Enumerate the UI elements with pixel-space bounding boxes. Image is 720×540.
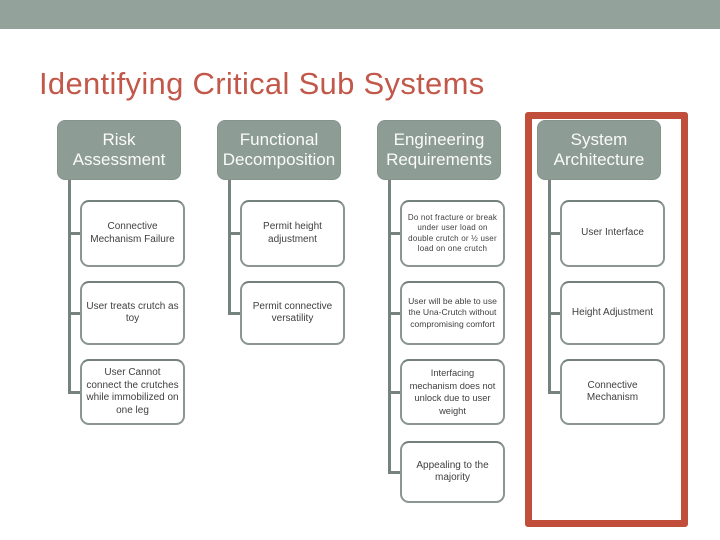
connector-line: [68, 180, 71, 394]
connector-stub: [228, 232, 241, 235]
diagram-node-height-adjustment: Height Adjustment: [560, 281, 665, 345]
diagram-node-connective-mechanism: Connective Mechanism: [560, 359, 665, 425]
connector-stub: [68, 311, 81, 315]
diagram-node-user-will-be: User will be able to use the Una-Crutch …: [400, 281, 505, 345]
connector-stub: [388, 390, 401, 394]
diagram-node-permit-connective-versatility: Permit connective versatility: [240, 281, 345, 345]
column-header-risk-assessment: Risk Assessment: [57, 120, 181, 180]
diagram-node-user-interface: User Interface: [560, 200, 665, 267]
connector-line: [388, 180, 391, 474]
column-header-system-architecture: System Architecture: [537, 120, 661, 180]
highlight-frame: [525, 112, 688, 527]
connector-stub: [548, 232, 561, 235]
diagram-node-permit-height-adjustment: Permit height adjustment: [240, 200, 345, 267]
diagram-node-interfacing-mechanism-does: Interfacing mechanism does not unlock du…: [400, 359, 505, 425]
connector-stub: [548, 311, 561, 315]
column-header-engineering-requirements: Engineering Requirements: [377, 120, 501, 180]
slide-title: Identifying Critical Sub Systems: [39, 66, 485, 101]
connector-line: [228, 180, 231, 315]
diagram-node-appealing-to-the: Appealing to the majority: [400, 441, 505, 503]
diagram-node-connective-mechanism-failure: Connective Mechanism Failure: [80, 200, 185, 267]
connector-stub: [68, 232, 81, 235]
connector-stub: [388, 232, 401, 235]
column-header-functional-decomposition: Functional Decomposition: [217, 120, 341, 180]
diagram-node-do-not-fracture: Do not fracture or break under user load…: [400, 200, 505, 267]
connector-stub: [68, 390, 81, 394]
connector-stub: [388, 470, 401, 474]
connector-line: [548, 180, 551, 394]
diagram-node-user-treats-crutch: User treats crutch as toy: [80, 281, 185, 345]
connector-stub: [548, 390, 561, 394]
connector-stub: [228, 311, 241, 315]
connector-stub: [388, 311, 401, 315]
top-accent-bar: [0, 0, 720, 29]
diagram-node-user-cannot-connect: User Cannot connect the crutches while i…: [80, 359, 185, 425]
